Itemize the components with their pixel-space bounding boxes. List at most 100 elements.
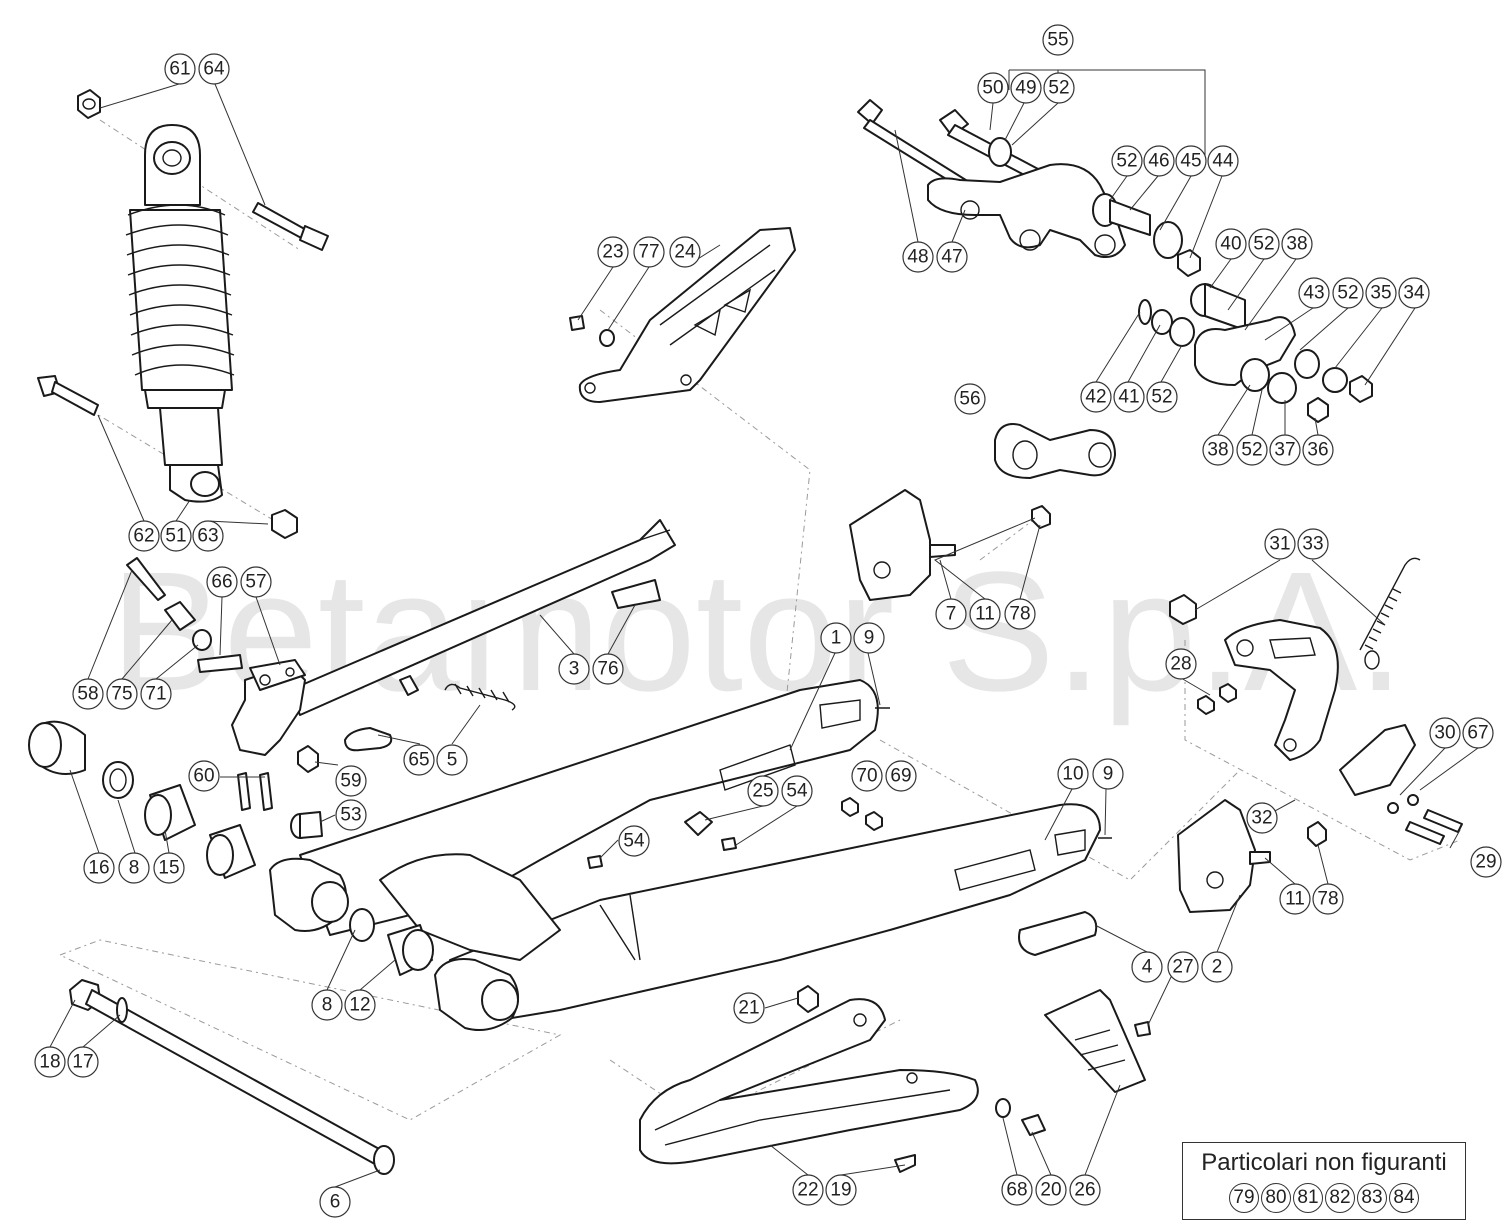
- callout-37[interactable]: 37: [1269, 434, 1301, 466]
- callout-54[interactable]: 54: [781, 775, 813, 807]
- callout-61[interactable]: 61: [164, 53, 196, 85]
- side-stand-bracket[interactable]: [231, 659, 306, 756]
- screws-29[interactable]: [1405, 809, 1463, 845]
- washers-30-67[interactable]: [1387, 794, 1419, 814]
- callout-40[interactable]: 40: [1215, 228, 1247, 260]
- slider-washer-68[interactable]: [995, 1098, 1011, 1118]
- side-stand-bolts-60[interactable]: [237, 772, 273, 811]
- callout-52[interactable]: 52: [1332, 277, 1364, 309]
- callout-67[interactable]: 67: [1462, 717, 1494, 749]
- callout-56[interactable]: 56: [954, 383, 986, 415]
- callout-35[interactable]: 35: [1365, 277, 1397, 309]
- chain-slider[interactable]: [639, 998, 979, 1165]
- callout-30[interactable]: 30: [1429, 717, 1461, 749]
- callout-9[interactable]: 9: [1092, 758, 1124, 790]
- callout-19[interactable]: 19: [825, 1174, 857, 1206]
- callout-6[interactable]: 6: [319, 1186, 351, 1218]
- callout-31[interactable]: 31: [1264, 528, 1296, 560]
- rocker-bushings-46-45[interactable]: [1092, 193, 1201, 277]
- callout-38[interactable]: 38: [1202, 434, 1234, 466]
- callout-45[interactable]: 45: [1175, 145, 1207, 177]
- legend-item[interactable]: 84: [1389, 1183, 1419, 1213]
- slider-screw-20[interactable]: [1021, 1114, 1046, 1136]
- brake-caliper-bracket[interactable]: [1224, 619, 1339, 761]
- bushing-49[interactable]: [988, 137, 1012, 167]
- axle-block-left[interactable]: [849, 489, 1051, 601]
- legend-item[interactable]: 81: [1293, 1183, 1323, 1213]
- linkage-bearing-stack[interactable]: [1138, 283, 1373, 423]
- callout-18[interactable]: 18: [34, 1046, 66, 1078]
- callout-28[interactable]: 28: [1165, 648, 1197, 680]
- brake-disc-guard-32[interactable]: [1339, 724, 1416, 796]
- axle-block-right[interactable]: [1177, 799, 1327, 913]
- callout-64[interactable]: 64: [198, 53, 230, 85]
- chain-tensioner-4[interactable]: [1018, 911, 1098, 956]
- swingarm-pivot-parts[interactable]: [28, 720, 434, 976]
- screw-54-lower[interactable]: [587, 855, 603, 869]
- callout-52[interactable]: 52: [1146, 381, 1178, 413]
- callout-25[interactable]: 25: [747, 775, 779, 807]
- callout-46[interactable]: 46: [1143, 145, 1175, 177]
- callout-34[interactable]: 34: [1398, 277, 1430, 309]
- callout-12[interactable]: 12: [344, 989, 376, 1021]
- callout-52[interactable]: 52: [1248, 228, 1280, 260]
- swingarm[interactable]: [269, 679, 1112, 1031]
- callout-58[interactable]: 58: [72, 678, 104, 710]
- callout-16[interactable]: 16: [83, 852, 115, 884]
- bushing-53[interactable]: [290, 811, 323, 839]
- callout-38[interactable]: 38: [1281, 228, 1313, 260]
- callout-11[interactable]: 11: [1279, 883, 1311, 915]
- callout-69[interactable]: 69: [885, 760, 917, 792]
- callout-76[interactable]: 76: [592, 653, 624, 685]
- spring-hook-plate[interactable]: [344, 727, 393, 752]
- side-stand-spring[interactable]: [444, 683, 516, 711]
- callout-51[interactable]: 51: [160, 520, 192, 552]
- callout-17[interactable]: 17: [67, 1046, 99, 1078]
- callout-78[interactable]: 78: [1312, 883, 1344, 915]
- legend-item[interactable]: 80: [1261, 1183, 1291, 1213]
- callout-70[interactable]: 70: [851, 760, 883, 792]
- callout-52[interactable]: 52: [1236, 434, 1268, 466]
- chain-guard-screw[interactable]: [569, 315, 585, 331]
- callout-75[interactable]: 75: [106, 678, 138, 710]
- callout-42[interactable]: 42: [1080, 381, 1112, 413]
- legend-item[interactable]: 83: [1357, 1183, 1387, 1213]
- callout-71[interactable]: 71: [140, 678, 172, 710]
- callout-36[interactable]: 36: [1302, 434, 1334, 466]
- callout-8[interactable]: 8: [118, 852, 150, 884]
- callout-68[interactable]: 68: [1001, 1174, 1033, 1206]
- callout-44[interactable]: 44: [1207, 145, 1239, 177]
- callout-20[interactable]: 20: [1035, 1174, 1067, 1206]
- shock-nut-bottom[interactable]: [271, 509, 298, 539]
- nuts-28[interactable]: [1197, 683, 1237, 715]
- callout-52[interactable]: 52: [1111, 145, 1143, 177]
- rocker-lever[interactable]: [927, 163, 1126, 258]
- callout-78[interactable]: 78: [1004, 598, 1036, 630]
- side-stand-sticker-66[interactable]: [197, 654, 243, 673]
- callout-77[interactable]: 77: [633, 236, 665, 268]
- nut-69[interactable]: [865, 811, 883, 831]
- callout-63[interactable]: 63: [192, 520, 224, 552]
- side-stand-bushing[interactable]: [164, 601, 196, 631]
- callout-53[interactable]: 53: [335, 799, 367, 831]
- callout-50[interactable]: 50: [977, 72, 1009, 104]
- rear-shock-absorber[interactable]: [125, 124, 235, 503]
- callout-60[interactable]: 60: [188, 760, 220, 792]
- callout-9[interactable]: 9: [853, 622, 885, 654]
- callout-32[interactable]: 32: [1246, 802, 1278, 834]
- bolt-31[interactable]: [1169, 594, 1197, 625]
- callout-62[interactable]: 62: [128, 520, 160, 552]
- callout-22[interactable]: 22: [792, 1174, 824, 1206]
- callout-29[interactable]: 29: [1470, 846, 1502, 878]
- side-stand-pad[interactable]: [611, 579, 661, 609]
- callout-52[interactable]: 52: [1043, 72, 1075, 104]
- linkage-rod[interactable]: [994, 423, 1116, 479]
- callout-43[interactable]: 43: [1298, 277, 1330, 309]
- nut-21[interactable]: [797, 985, 819, 1013]
- callout-11[interactable]: 11: [969, 598, 1001, 630]
- callout-1[interactable]: 1: [820, 622, 852, 654]
- spring-pin[interactable]: [399, 675, 419, 696]
- chain-slider-screw[interactable]: [894, 1154, 916, 1173]
- legend-item[interactable]: 79: [1229, 1183, 1259, 1213]
- nut-59[interactable]: [297, 745, 319, 773]
